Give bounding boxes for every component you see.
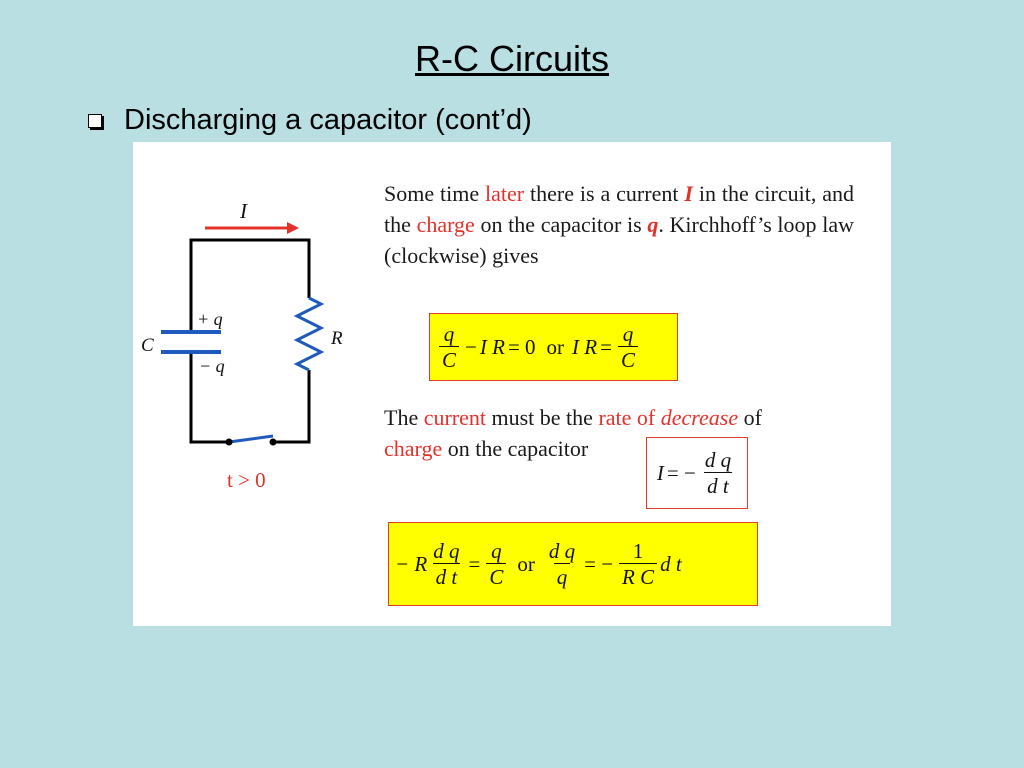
equals-minus: = − xyxy=(584,551,614,576)
highlight-current-symbol: I xyxy=(684,181,693,206)
text-segment: on the capacitor xyxy=(442,436,589,461)
denominator: C xyxy=(439,345,460,373)
text-segment: there is a current xyxy=(524,181,685,206)
ir-term: I R xyxy=(479,334,505,359)
denominator: d t xyxy=(432,562,461,590)
current-label: I xyxy=(239,199,248,223)
bullet-item: Discharging a capacitor (cont’d) xyxy=(88,104,532,137)
content-panel: I C + q − q R t > 0 Some time later ther… xyxy=(133,142,891,626)
numerator: 1 xyxy=(632,538,644,563)
bullet-text: Discharging a capacitor (cont’d) xyxy=(124,104,532,136)
text-segment: Some time xyxy=(384,181,486,206)
highlight-later: later xyxy=(485,181,525,206)
denominator: d t xyxy=(704,471,732,499)
capacitor-label: C xyxy=(141,335,154,356)
highlight-charge: charge xyxy=(416,212,475,237)
text-segment: must be the xyxy=(486,405,599,430)
current-symbol: I xyxy=(656,460,664,485)
text-segment: The xyxy=(384,405,424,430)
text-segment: on the capacitor is xyxy=(474,212,648,237)
equals-sign: = xyxy=(468,551,481,576)
highlight-decrease: decrease xyxy=(660,405,739,430)
resistor-label: R xyxy=(330,328,343,349)
switch-blade xyxy=(228,434,274,444)
rc-circuit-diagram: I C + q − q R t > 0 xyxy=(141,199,343,492)
time-label: t > 0 xyxy=(227,468,266,492)
text-segment: in the circuit, and the xyxy=(384,181,854,237)
numerator: d q xyxy=(548,538,576,563)
slide-title: R-C Circuits xyxy=(415,38,609,79)
numerator: d q xyxy=(433,538,460,563)
switch-contact-right xyxy=(269,438,277,446)
equals-sign: = xyxy=(600,334,612,359)
ir-term: I R xyxy=(572,334,598,359)
text-segment: of xyxy=(738,405,762,430)
minus-sign: − xyxy=(465,334,477,359)
numerator: q xyxy=(622,321,634,346)
equals-minus: = − xyxy=(666,460,696,485)
denominator: C xyxy=(617,345,638,373)
left-wire xyxy=(189,352,229,444)
plus-charge-label: + q xyxy=(197,309,223,329)
resistor-zigzag-icon xyxy=(293,296,325,372)
rate-line-2: charge on the capacitor xyxy=(384,433,854,464)
current-arrow-icon xyxy=(287,222,299,234)
highlight-charge: charge xyxy=(384,436,443,461)
numerator: q xyxy=(443,321,455,346)
switch-contact-left xyxy=(225,438,233,446)
denominator: R C xyxy=(619,562,658,590)
or-word: or xyxy=(517,551,535,576)
highlight-charge-symbol: q xyxy=(647,212,659,237)
denominator: C xyxy=(486,562,507,590)
dt-term: d t xyxy=(660,551,682,576)
highlight-current: current xyxy=(423,405,486,430)
numerator: d q xyxy=(704,447,732,472)
paragraph-intro: Some time later there is a current I in … xyxy=(384,178,854,271)
denominator: q xyxy=(553,562,571,590)
top-wire xyxy=(189,238,311,334)
numerator: q xyxy=(491,538,502,563)
or-word: or xyxy=(546,334,565,359)
highlight-rate-of: rate of xyxy=(598,405,661,430)
neg-r-term: − R xyxy=(395,551,428,576)
rate-line-1: The current must be the rate of decrease… xyxy=(384,402,854,433)
square-bullet-icon xyxy=(88,113,102,128)
equals-zero: = 0 xyxy=(507,334,536,359)
minus-charge-label: − q xyxy=(199,356,225,376)
right-wire xyxy=(271,370,311,444)
text-segment: . Kirchhoff’s loop law (clockwise) gives xyxy=(384,212,854,268)
paragraph-rate: The current must be the rate of decrease… xyxy=(384,402,854,464)
